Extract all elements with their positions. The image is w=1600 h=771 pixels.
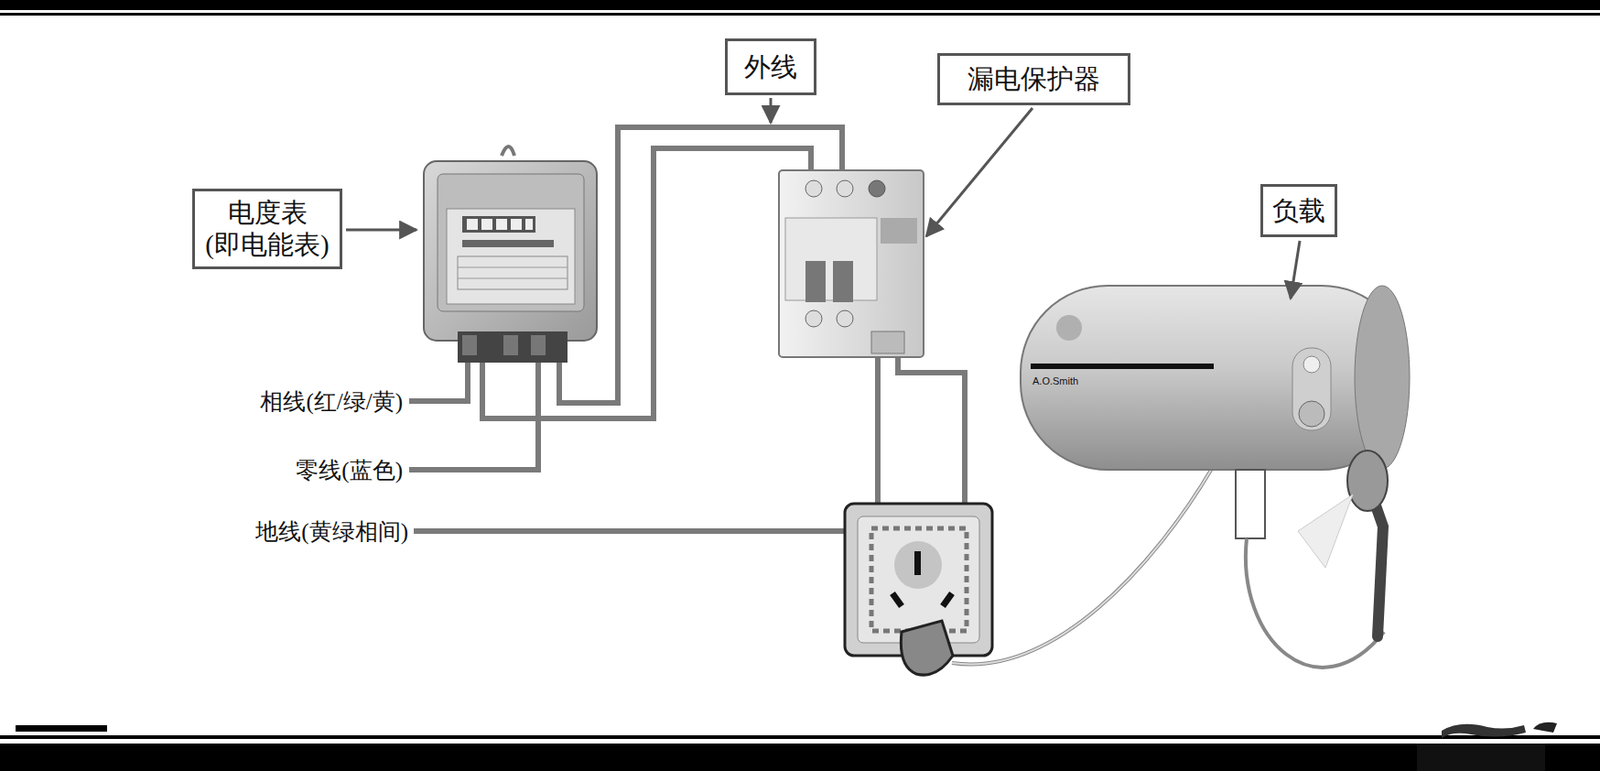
callout-box: 电度表 (即电能表) (192, 188, 343, 270)
callout-text: 漏电保护器 (967, 63, 1101, 96)
wire-label: 相线(红/绿/黄) (259, 386, 403, 417)
callout-text: 外线 (744, 51, 798, 84)
leader-arrows (345, 97, 1300, 299)
wire-label: 地线(黄绿相间) (255, 516, 409, 547)
leakage-protector (778, 170, 924, 357)
callout-box: 漏电保护器 (937, 53, 1131, 106)
wire-label: 零线(蓝色) (295, 454, 403, 486)
callout-box: 外线 (724, 38, 817, 96)
callout-text: 负载 (1272, 194, 1326, 228)
water-heater (951, 285, 1410, 668)
brand-label: A.O.Smith (1032, 375, 1079, 387)
energy-meter (423, 146, 597, 363)
callout-text: 电度表 (即电能表) (204, 196, 331, 261)
wall-socket (844, 503, 993, 675)
callout-box: 负载 (1260, 183, 1338, 238)
